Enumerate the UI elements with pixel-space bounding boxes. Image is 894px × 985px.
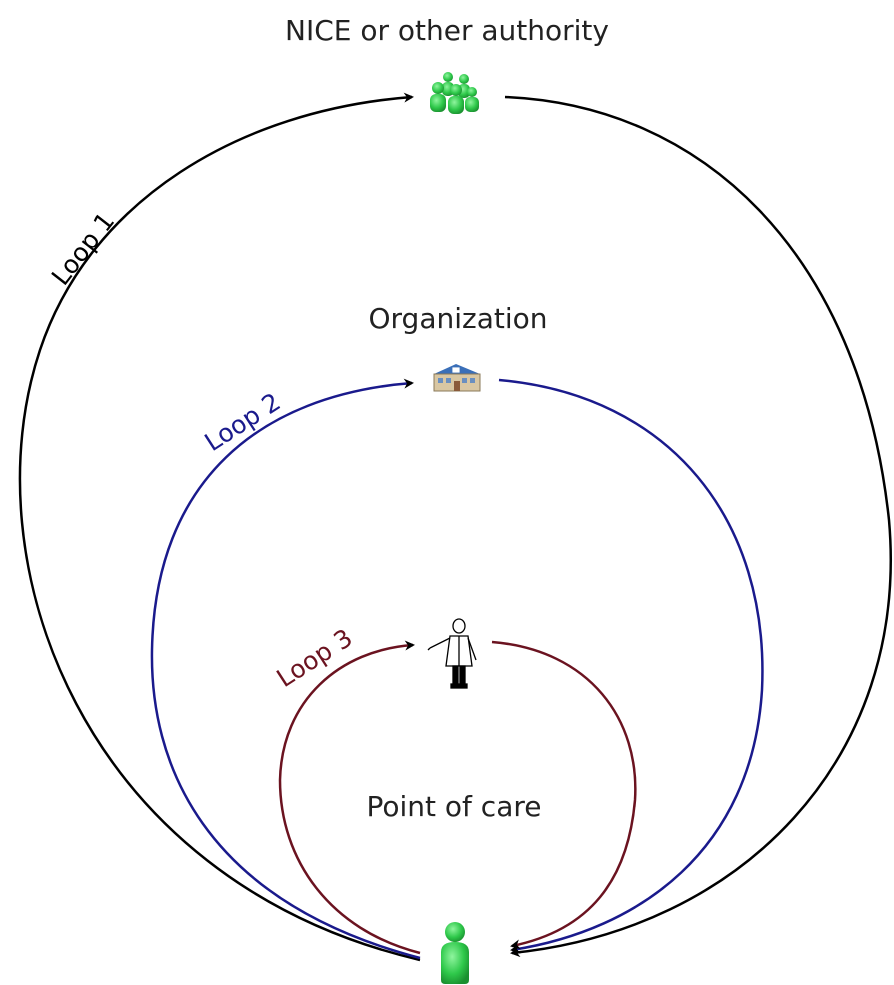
- organization-label: Organization: [368, 302, 547, 335]
- loop-3-left-arc: [278, 640, 421, 955]
- person-icon: [441, 922, 469, 984]
- loop-2-left-arc: [150, 378, 421, 960]
- people-group-icon: [430, 72, 479, 114]
- loop-3-label: Loop 3: [271, 623, 357, 693]
- building-icon: [433, 364, 481, 392]
- point-of-care-label: Point of care: [367, 790, 542, 823]
- loop-1-label: Loop 1: [46, 207, 120, 291]
- authority-label: NICE or other authority: [285, 14, 609, 47]
- loop-1-right-arc: [504, 95, 892, 958]
- loop-3-right-arc: [491, 640, 637, 950]
- loop-1-left-arc: [18, 92, 421, 962]
- doctor-icon: [427, 618, 477, 689]
- loop-2-right-arc: [498, 378, 764, 954]
